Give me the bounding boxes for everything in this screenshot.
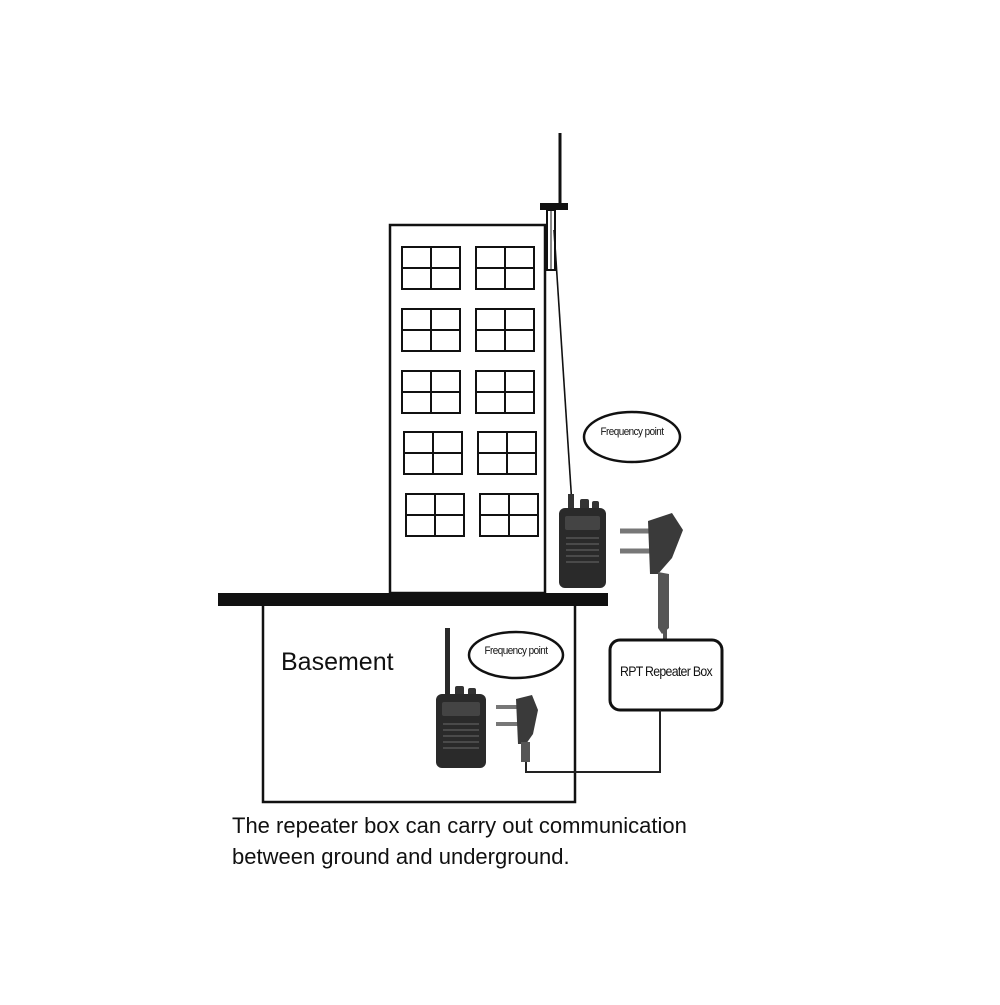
repeater-box — [608, 638, 724, 712]
frequency-point-label-basement: Frequency point — [484, 645, 548, 657]
caption: The repeater box can carry out communica… — [232, 810, 687, 872]
antenna-feed-line — [553, 229, 573, 506]
cable-bottom — [525, 710, 661, 773]
frequency-point-label-top: Frequency point — [600, 426, 664, 438]
two-pin-plug-icon-basement — [496, 695, 538, 762]
building — [388, 223, 547, 595]
caption-line-1: The repeater box can carry out communica… — [232, 813, 687, 838]
walkie-talkie-icon-top — [559, 494, 606, 588]
two-pin-plug-icon-top — [620, 513, 683, 634]
repeater-box-label: RPT Repeater Box — [620, 663, 713, 679]
frequency-point-bubble-top — [582, 410, 682, 464]
basement-room — [261, 602, 577, 804]
walkie-talkie-icon-basement — [436, 628, 486, 768]
frequency-point-bubble-basement — [467, 630, 565, 680]
caption-line-2: between ground and underground. — [232, 844, 570, 869]
basement-label: Basement — [281, 648, 394, 676]
